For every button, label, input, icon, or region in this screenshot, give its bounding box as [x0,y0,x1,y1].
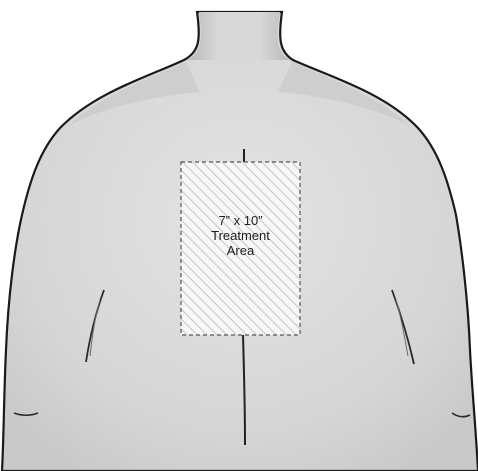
treatment-label-line-3: Area [181,243,300,258]
treatment-label-line-2: Treatment [181,228,300,243]
treatment-area-label: 7” x 10” Treatment Area [181,213,300,258]
neck [188,12,290,60]
treatment-label-line-1: 7” x 10” [181,213,300,228]
